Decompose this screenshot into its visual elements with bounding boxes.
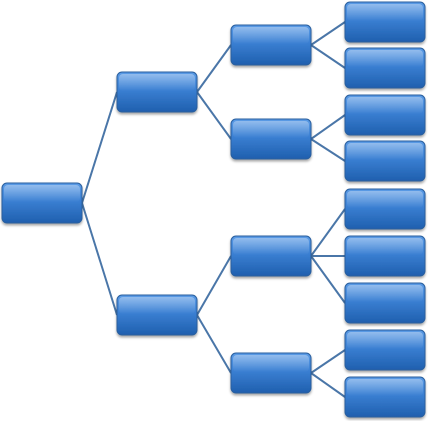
node-highlight bbox=[4, 185, 80, 202]
connector-a2-a2y bbox=[310, 138, 346, 162]
connector-b1-b1z bbox=[310, 255, 346, 304]
node-highlight bbox=[347, 143, 423, 160]
node-highlight bbox=[347, 379, 423, 396]
node-highlight bbox=[233, 238, 309, 255]
node-highlight bbox=[347, 4, 423, 21]
node-highlight bbox=[347, 97, 423, 114]
tree-node-root bbox=[1, 182, 83, 224]
connector-a1-a1y bbox=[310, 44, 346, 69]
connector-root-a bbox=[81, 91, 118, 204]
tree-node-b1z bbox=[344, 282, 426, 324]
node-highlight bbox=[347, 332, 423, 349]
connector-root-b bbox=[81, 202, 118, 316]
tree-node-b bbox=[116, 294, 198, 336]
tree-node-b1x bbox=[344, 188, 426, 230]
node-highlight bbox=[119, 297, 195, 314]
connector-a-a1 bbox=[196, 44, 232, 93]
tree-node-b2x bbox=[344, 329, 426, 371]
connector-a-a2 bbox=[196, 91, 232, 140]
tree-node-a bbox=[116, 71, 198, 113]
node-highlight bbox=[347, 191, 423, 208]
node-highlight bbox=[233, 27, 309, 44]
connector-a1-a1x bbox=[310, 21, 346, 46]
tree-node-a1y bbox=[344, 47, 426, 89]
node-highlight bbox=[119, 74, 195, 91]
node-highlight bbox=[233, 355, 309, 372]
tree-node-a2y bbox=[344, 140, 426, 182]
tree-node-a1x bbox=[344, 1, 426, 43]
tree-node-b2 bbox=[230, 352, 312, 394]
tree-node-b1 bbox=[230, 235, 312, 277]
connector-a2-a2x bbox=[310, 114, 346, 140]
connector-b-b2 bbox=[196, 314, 232, 374]
connector-b2-b2y bbox=[310, 372, 346, 398]
connector-b-b1 bbox=[196, 255, 232, 316]
node-highlight bbox=[347, 50, 423, 67]
node-highlight bbox=[347, 285, 423, 302]
tree-node-a2x bbox=[344, 94, 426, 136]
node-highlight bbox=[347, 238, 423, 255]
tree-node-b1y bbox=[344, 235, 426, 277]
tree-node-a2 bbox=[230, 118, 312, 160]
connector-layer bbox=[81, 21, 346, 398]
connector-b1-b1x bbox=[310, 208, 346, 257]
tree-node-b2y bbox=[344, 376, 426, 418]
connector-b2-b2x bbox=[310, 349, 346, 374]
tree-node-a1 bbox=[230, 24, 312, 66]
node-highlight bbox=[233, 121, 309, 138]
